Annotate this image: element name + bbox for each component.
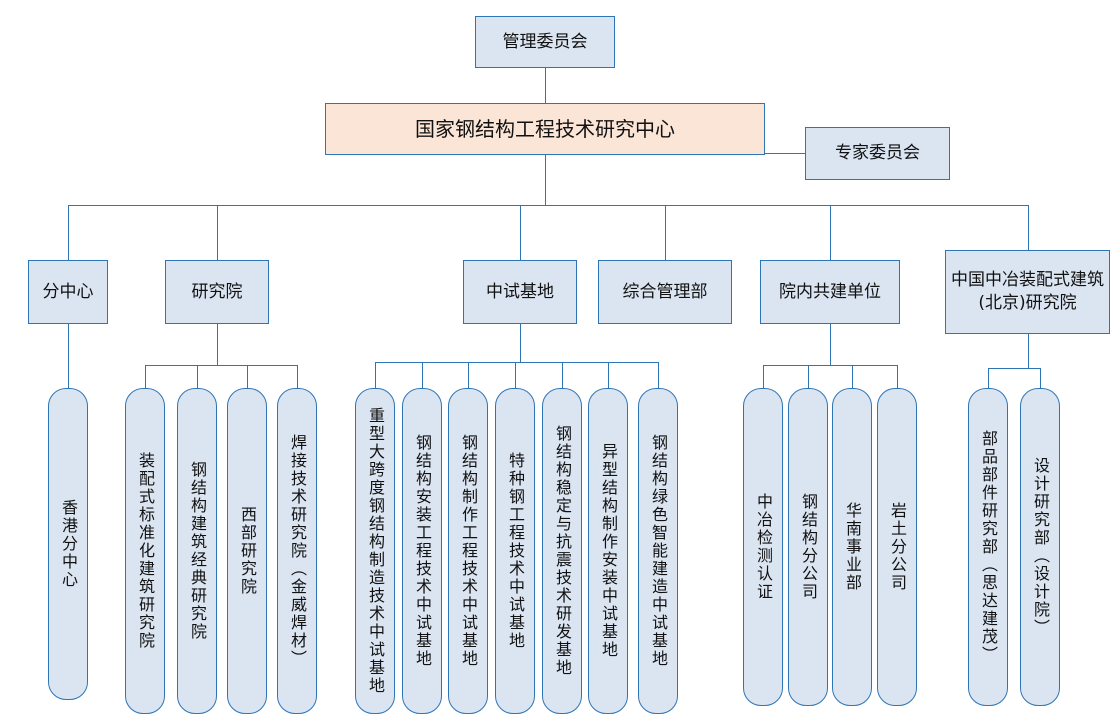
node-branch-zhongguozhongye: 中国中冶装配式建筑(北京)研究院 xyxy=(945,250,1110,334)
connector-line xyxy=(297,365,298,388)
node-branch-zongheguanlibu: 综合管理部 xyxy=(598,260,732,324)
connector-line xyxy=(545,155,546,205)
node-expert-committee: 专家委员会 xyxy=(805,127,950,180)
node-leaf: 钢结构稳定与抗震技术研发基地 xyxy=(542,388,582,714)
node-management-committee: 管理委员会 xyxy=(475,16,615,68)
leaf-label: 香港分中心 xyxy=(59,499,78,589)
node-leaf: 中冶检测认证 xyxy=(743,388,783,706)
node-leaf: 华南事业部 xyxy=(832,388,872,706)
node-leaf: 特种钢工程技术中试基地 xyxy=(495,388,535,714)
node-branch-fenzhongxin: 分中心 xyxy=(28,260,108,324)
connector-line xyxy=(988,368,1041,369)
leaf-label: 焊接技术研究院（金威焊材） xyxy=(288,434,307,668)
leaf-label: 钢结构稳定与抗震技术研发基地 xyxy=(553,425,572,677)
connector-line xyxy=(830,205,831,260)
node-leaf: 钢结构制作工程技术中试基地 xyxy=(448,388,488,714)
node-leaf: 钢结构绿色智能建造中试基地 xyxy=(638,388,678,714)
leaf-label: 钢结构建筑经典研究院 xyxy=(188,461,207,641)
node-branch-yuanneigongjian: 院内共建单位 xyxy=(760,260,900,324)
leaf-label: 特种钢工程技术中试基地 xyxy=(506,452,525,650)
node-label: 管理委员会 xyxy=(502,31,588,52)
connector-line xyxy=(852,365,853,388)
connector-line xyxy=(422,362,423,388)
connector-line xyxy=(515,362,516,388)
connector-line xyxy=(375,362,659,363)
connector-line xyxy=(665,205,666,260)
connector-line xyxy=(763,365,898,366)
connector-line xyxy=(897,365,898,388)
connector-line xyxy=(217,205,218,260)
node-leaf: 重型大跨度钢结构制造技术中试基地 xyxy=(355,388,395,714)
node-leaf: 岩土分公司 xyxy=(877,388,917,706)
node-root-center: 国家钢结构工程技术研究中心 xyxy=(325,103,765,155)
connector-line xyxy=(520,205,521,260)
connector-line xyxy=(808,365,809,388)
connector-line xyxy=(247,365,248,388)
node-label: 专家委员会 xyxy=(835,143,920,164)
connector-line xyxy=(608,362,609,388)
leaf-label: 钢结构分公司 xyxy=(799,493,818,601)
node-label: 国家钢结构工程技术研究中心 xyxy=(415,116,675,141)
connector-line xyxy=(545,68,546,103)
connector-line xyxy=(830,324,831,365)
node-leaf: 焊接技术研究院（金威焊材） xyxy=(277,388,317,714)
connector-line xyxy=(562,362,563,388)
leaf-label: 部品部件研究部（思达建茂） xyxy=(979,430,998,664)
node-label: 综合管理部 xyxy=(622,281,708,302)
connector-line xyxy=(468,362,469,388)
connector-line xyxy=(763,365,764,388)
connector-line xyxy=(1040,368,1041,388)
node-leaf: 钢结构安装工程技术中试基地 xyxy=(402,388,442,714)
leaf-label: 钢结构绿色智能建造中试基地 xyxy=(649,434,668,668)
connector-line xyxy=(68,205,1029,206)
leaf-label: 异型结构制作安装中试基地 xyxy=(599,443,618,659)
leaf-label: 岩土分公司 xyxy=(888,502,907,592)
connector-line xyxy=(1028,334,1029,368)
connector-line xyxy=(145,365,298,366)
node-leaf: 部品部件研究部（思达建茂） xyxy=(968,388,1008,706)
connector-line xyxy=(145,365,146,388)
connector-line xyxy=(658,362,659,388)
leaf-label: 装配式标准化建筑研究院 xyxy=(136,452,155,650)
node-leaf: 设计研究部（设计院） xyxy=(1020,388,1060,706)
connector-line xyxy=(520,324,521,362)
connector-line xyxy=(765,153,805,154)
connector-line xyxy=(375,362,376,388)
connector-line xyxy=(68,205,69,260)
leaf-label: 中冶检测认证 xyxy=(754,493,773,601)
connector-line xyxy=(988,368,989,388)
node-leaf: 香港分中心 xyxy=(48,388,88,700)
node-label: 中试基地 xyxy=(486,281,554,302)
leaf-label: 西部研究院 xyxy=(238,506,257,596)
node-branch-zhongshijidi: 中试基地 xyxy=(463,260,577,324)
node-label: 中国中冶装配式建筑(北京)研究院 xyxy=(951,270,1104,313)
node-leaf: 西部研究院 xyxy=(227,388,267,714)
connector-line xyxy=(68,324,69,390)
node-label: 院内共建单位 xyxy=(779,281,881,302)
node-leaf: 异型结构制作安装中试基地 xyxy=(588,388,628,714)
node-label: 研究院 xyxy=(191,281,243,302)
node-leaf: 装配式标准化建筑研究院 xyxy=(125,388,165,714)
node-leaf: 钢结构分公司 xyxy=(788,388,828,706)
node-branch-yanjiuyuan: 研究院 xyxy=(165,260,269,324)
node-label: 分中心 xyxy=(42,281,94,302)
connector-line xyxy=(217,324,218,365)
leaf-label: 华南事业部 xyxy=(843,502,862,592)
leaf-label: 钢结构安装工程技术中试基地 xyxy=(413,434,432,668)
connector-line xyxy=(197,365,198,388)
connector-line xyxy=(1028,205,1029,250)
leaf-label: 钢结构制作工程技术中试基地 xyxy=(459,434,478,668)
leaf-label: 重型大跨度钢结构制造技术中试基地 xyxy=(366,407,385,695)
node-leaf: 钢结构建筑经典研究院 xyxy=(177,388,217,714)
leaf-label: 设计研究部（设计院） xyxy=(1031,457,1050,637)
